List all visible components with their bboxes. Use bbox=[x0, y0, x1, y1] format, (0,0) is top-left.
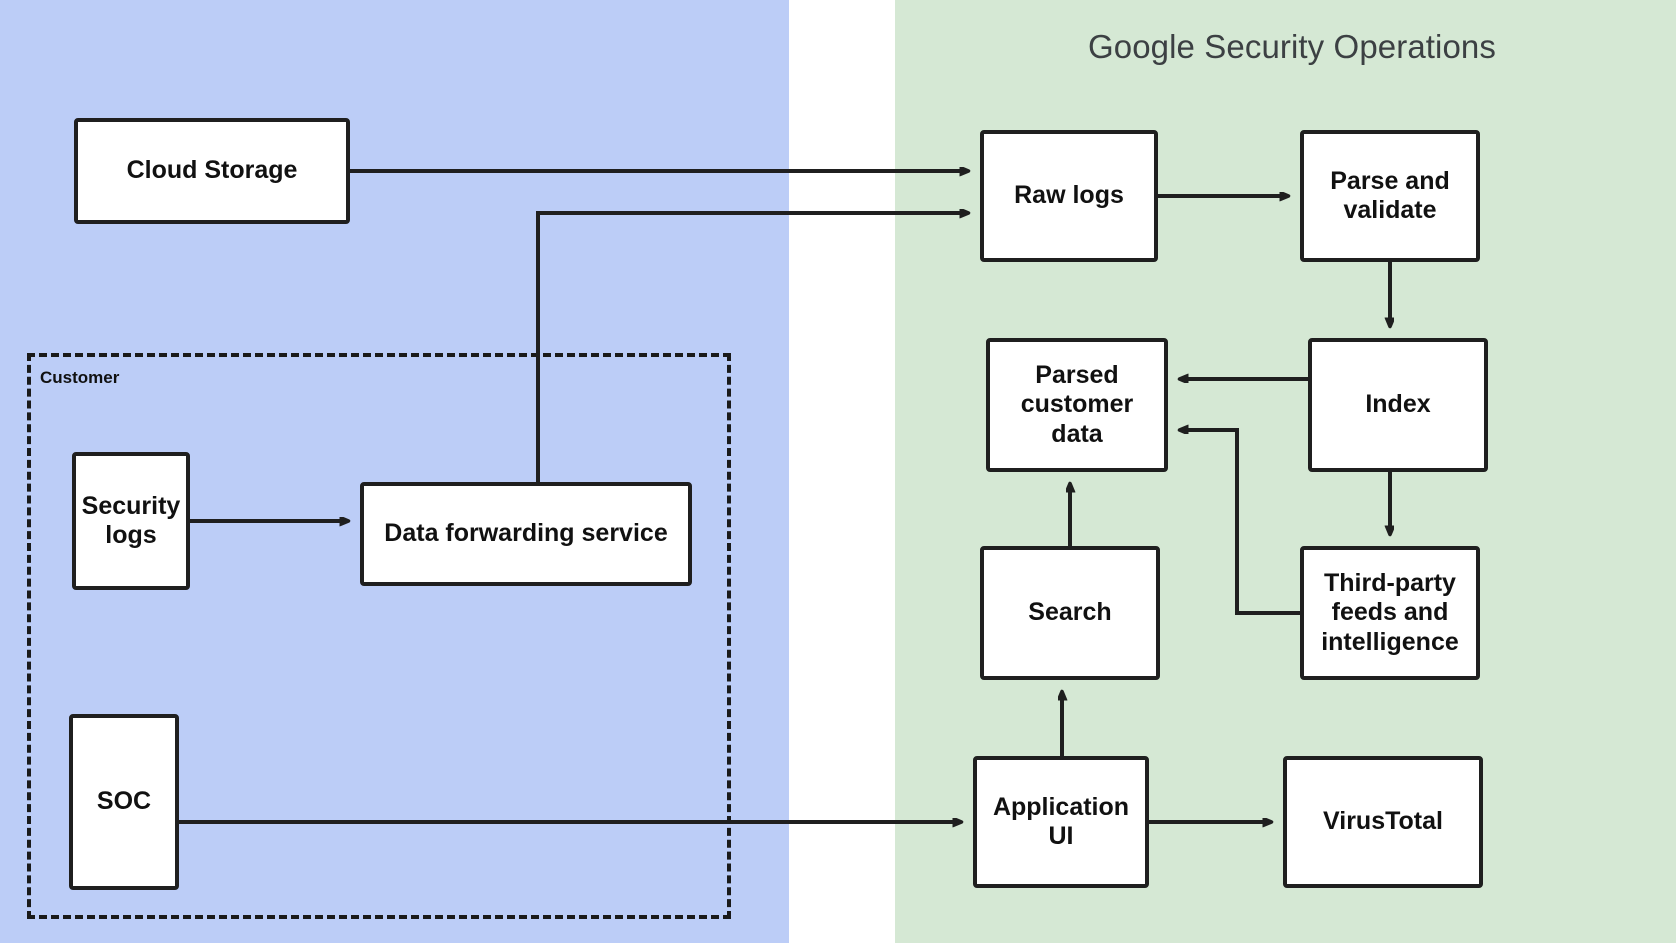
node-virustotal[interactable]: VirusTotal bbox=[1283, 756, 1483, 888]
node-application-ui[interactable]: Application UI bbox=[973, 756, 1149, 888]
node-parse-and-validate[interactable]: Parse and validate bbox=[1300, 130, 1480, 262]
node-soc[interactable]: SOC bbox=[69, 714, 179, 890]
node-data-forwarding-service[interactable]: Data forwarding service bbox=[360, 482, 692, 586]
node-parsed-customer-data[interactable]: Parsed customer data bbox=[986, 338, 1168, 472]
node-index[interactable]: Index bbox=[1308, 338, 1488, 472]
panel-title-google-security-operations: Google Security Operations bbox=[1088, 28, 1496, 65]
node-raw-logs[interactable]: Raw logs bbox=[980, 130, 1158, 262]
node-third-party-feeds-and-intelligence[interactable]: Third-party feeds and intelligence bbox=[1300, 546, 1480, 680]
node-cloud-storage[interactable]: Cloud Storage bbox=[74, 118, 350, 224]
node-security-logs[interactable]: Security logs bbox=[72, 452, 190, 590]
group-box-customer bbox=[27, 353, 731, 919]
node-search[interactable]: Search bbox=[980, 546, 1160, 680]
group-label-customer: Customer bbox=[40, 368, 120, 387]
